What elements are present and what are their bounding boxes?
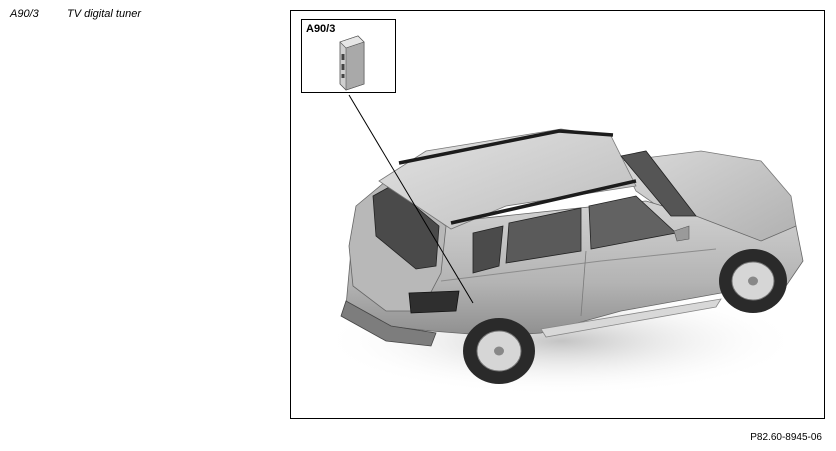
- component-inset: A90/3: [301, 19, 396, 93]
- figure-frame: A90/3: [290, 10, 825, 419]
- suv-illustration: [321, 94, 804, 396]
- side-mirror: [673, 225, 690, 242]
- drawing-reference: P82.60-8945-06: [750, 432, 822, 443]
- rear-lamp: [408, 290, 460, 314]
- door-seam: [580, 250, 587, 317]
- roof-rail-front: [398, 129, 614, 165]
- legend-description: TV digital tuner: [67, 8, 141, 20]
- roof-rail-rear: [450, 179, 637, 225]
- body-crease: [440, 248, 717, 282]
- legend-code: A90/3: [10, 8, 39, 20]
- side-window-middle: [505, 207, 582, 264]
- tuner-module-icon: [339, 35, 365, 91]
- callout-label: A90/3: [306, 23, 336, 35]
- callout-leader-line: [348, 94, 474, 304]
- running-board: [540, 298, 722, 338]
- side-window-rear: [472, 225, 504, 274]
- wheel-front: [719, 249, 787, 313]
- rear-bumper: [340, 300, 437, 347]
- windshield: [620, 150, 697, 217]
- wheel-rear: [463, 318, 535, 384]
